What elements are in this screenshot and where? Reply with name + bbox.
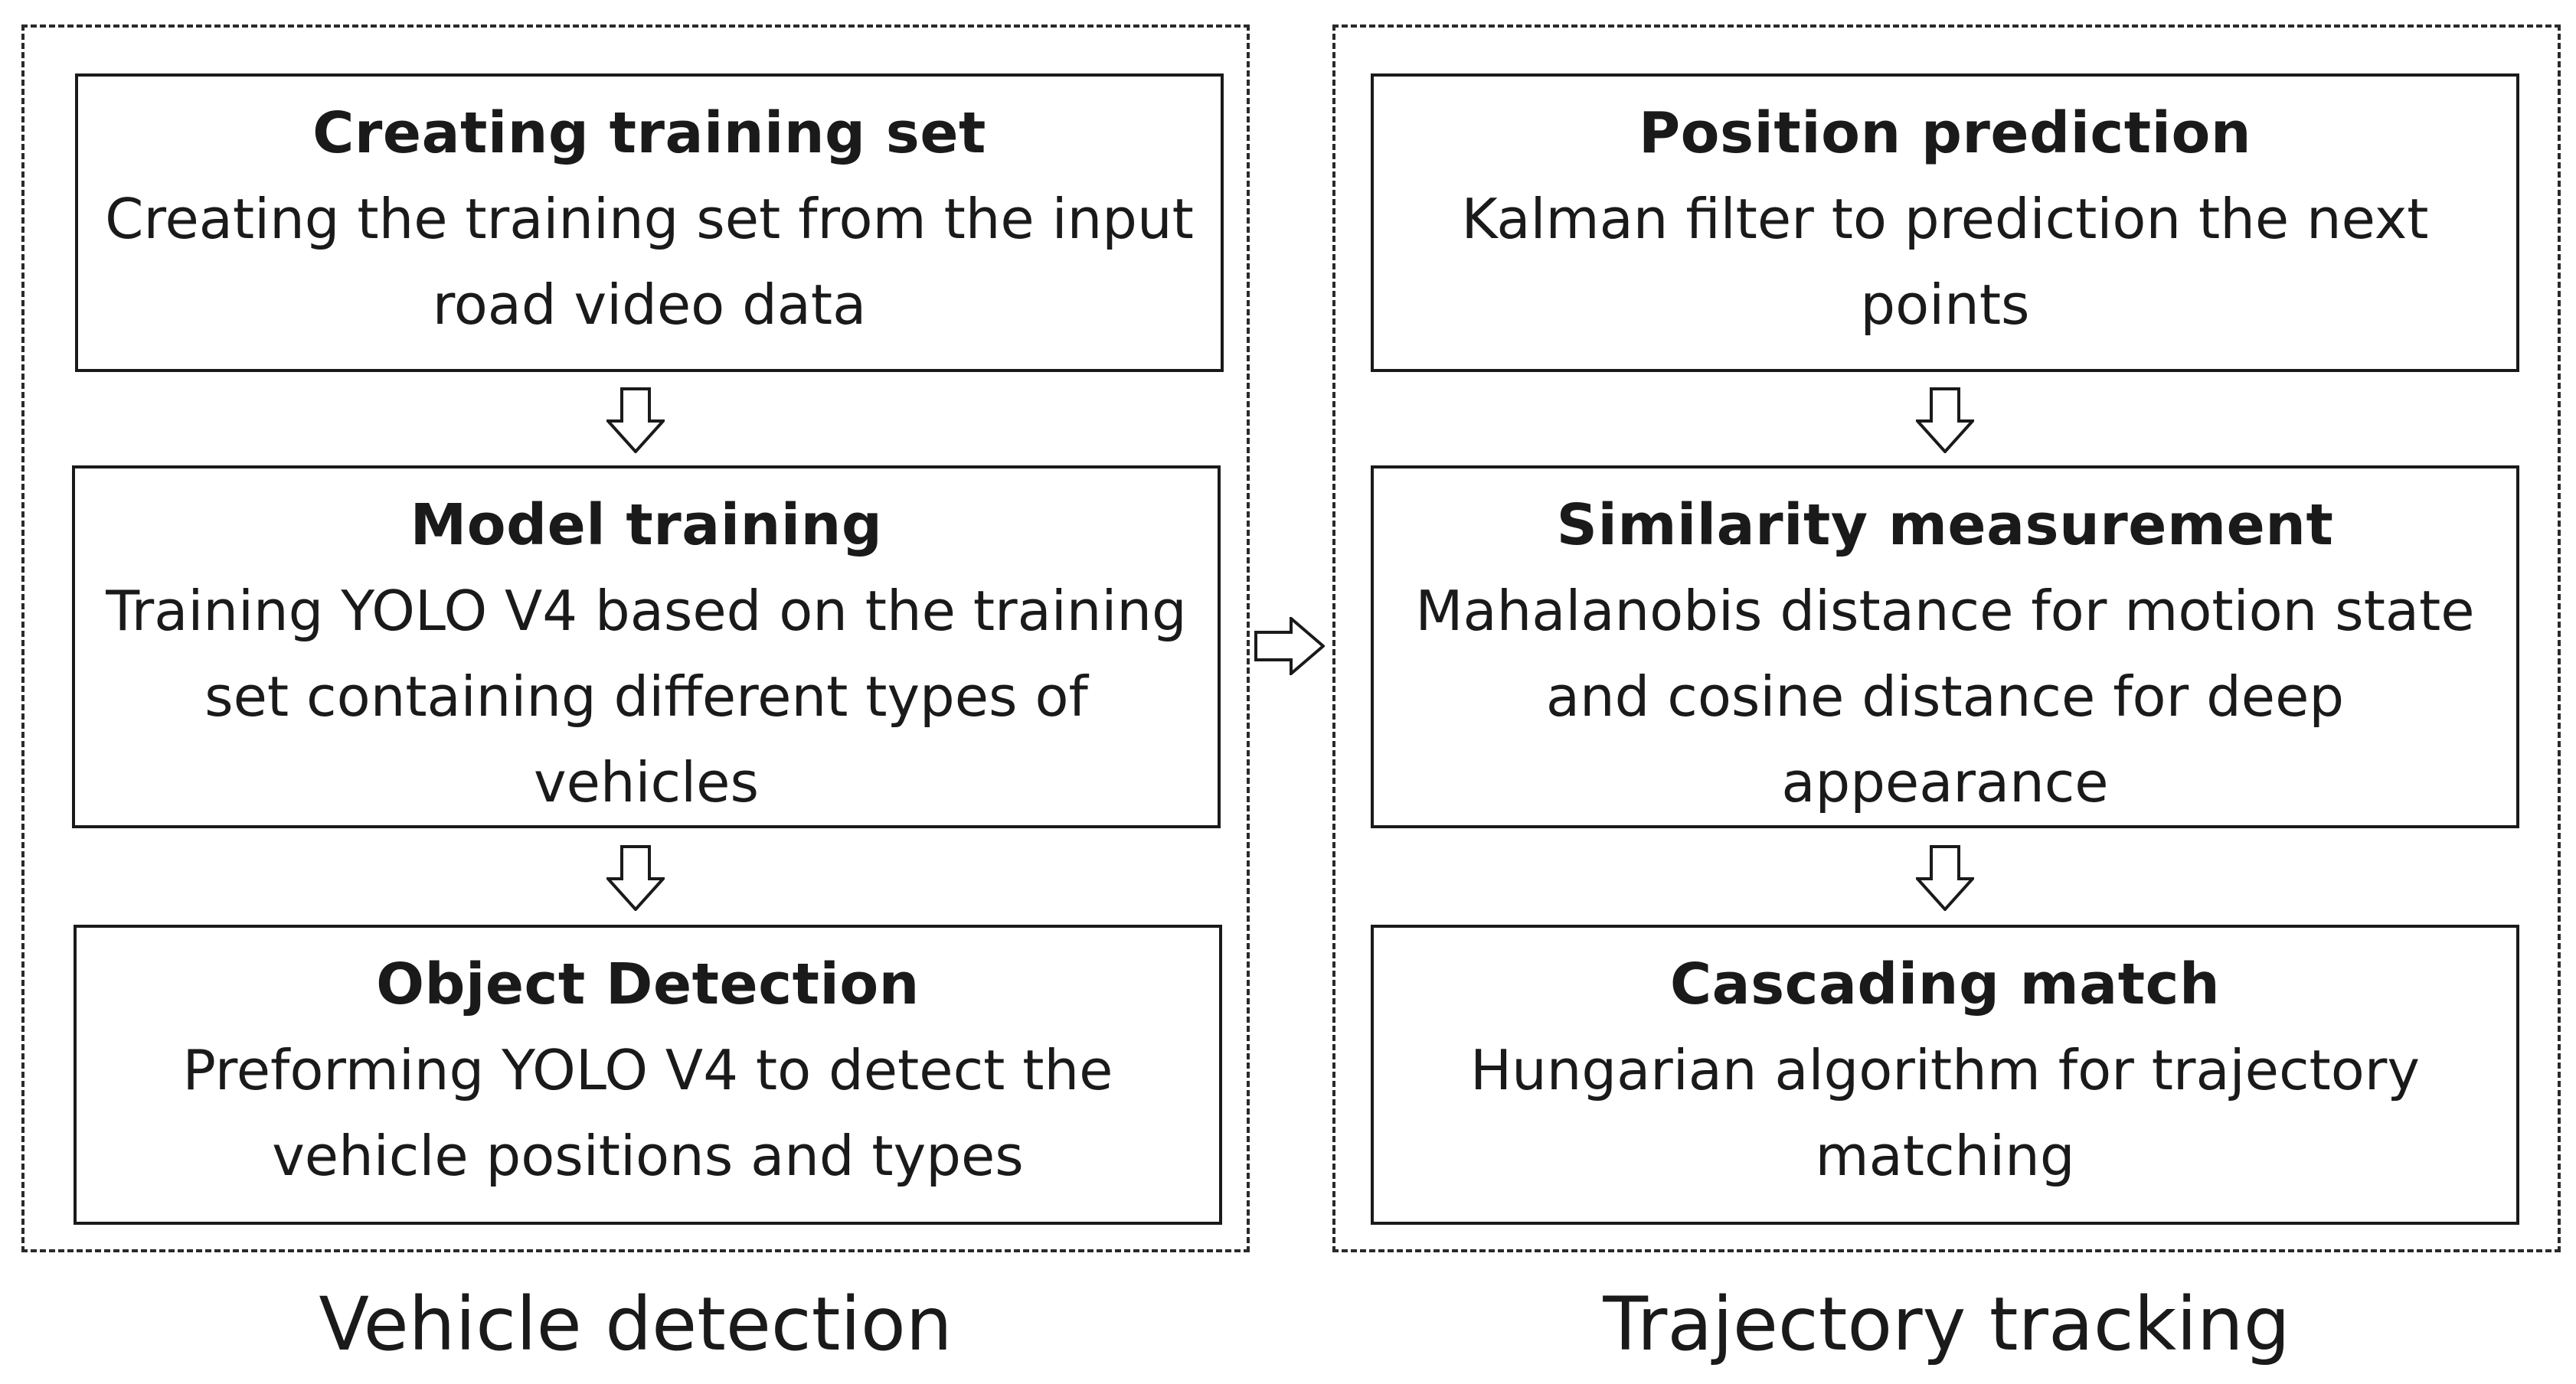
similarity-measurement-box: Similarity measurement Mahalanobis dista… — [1371, 465, 2519, 828]
step-description: Training YOLO V4 based on the training s… — [106, 579, 1187, 814]
cascading-match-box: Cascading match Hungarian algorithm for … — [1371, 925, 2519, 1225]
creating-training-set-box: Creating training set Creating the train… — [75, 73, 1224, 372]
step-title: Cascading match — [1669, 952, 2221, 1017]
step-description: Hungarian algorithm for trajectory match… — [1469, 1038, 2421, 1188]
step-description: Mahalanobis distance for motion state an… — [1415, 579, 2475, 814]
step-title: Creating training set — [312, 100, 986, 166]
down-arrow-icon — [606, 387, 665, 453]
trajectory-tracking-panel — [1332, 24, 2561, 1252]
step-description: Kalman filter to prediction the next poi… — [1461, 187, 2429, 337]
step-title: Position prediction — [1638, 100, 2252, 166]
object-detection-box: Object Detection Preforming YOLO V4 to d… — [74, 925, 1222, 1225]
vehicle-detection-label: Vehicle detection — [319, 1281, 953, 1367]
right-arrow-icon — [1254, 617, 1325, 675]
down-arrow-icon — [1916, 387, 1974, 453]
model-training-box: Model training Training YOLO V4 based on… — [72, 465, 1221, 828]
vehicle-detection-panel — [21, 24, 1250, 1252]
position-prediction-box: Position prediction Kalman filter to pre… — [1371, 73, 2519, 372]
down-arrow-icon — [606, 845, 665, 911]
step-title: Similarity measurement — [1556, 492, 2334, 558]
down-arrow-icon — [1916, 845, 1974, 911]
trajectory-tracking-label: Trajectory tracking — [1603, 1281, 2290, 1367]
step-title: Object Detection — [376, 952, 920, 1017]
step-title: Model training — [410, 492, 883, 558]
step-description: Creating the training set from the input… — [105, 187, 1194, 337]
step-description: Preforming YOLO V4 to detect the vehicle… — [182, 1038, 1113, 1188]
